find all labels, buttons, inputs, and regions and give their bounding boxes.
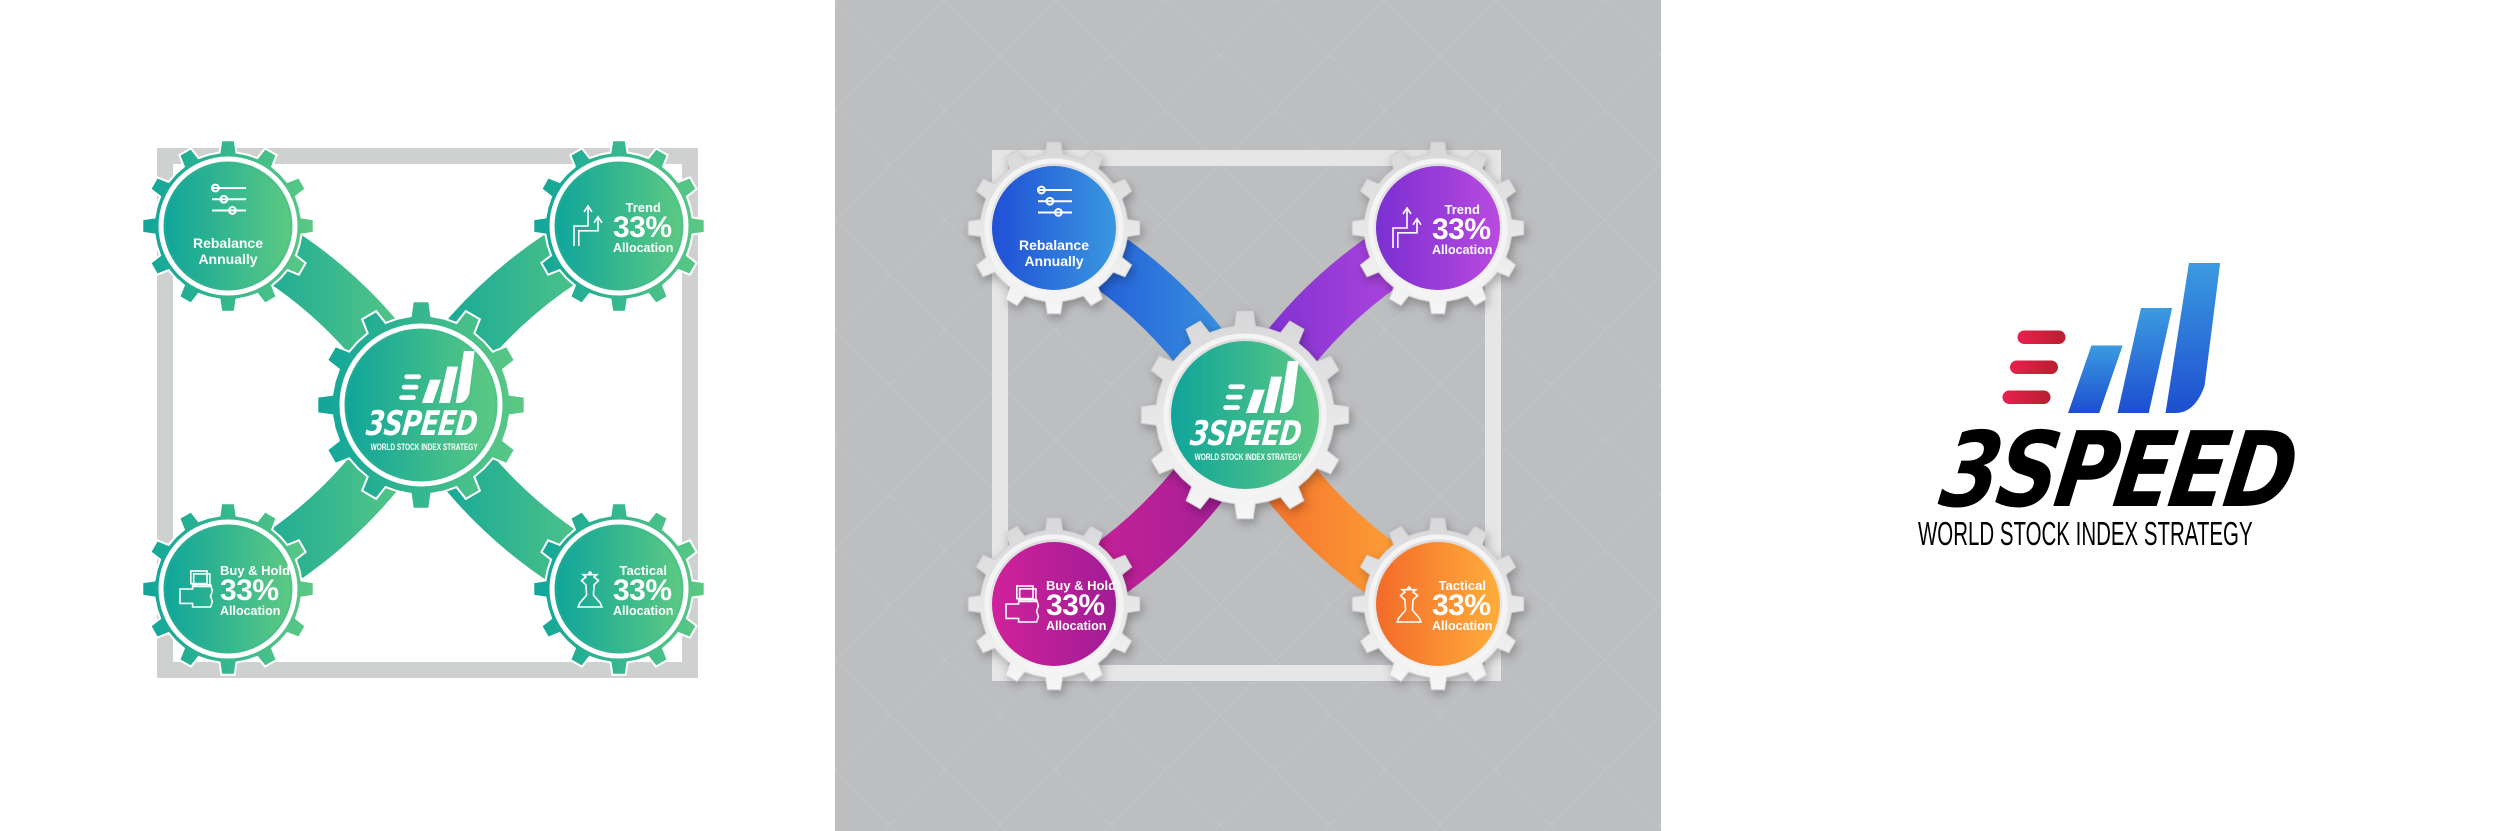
mid-center-logo-icon (1223, 361, 1299, 413)
center-tagline: WORLD STOCK INDEX STRATEGY (370, 442, 478, 452)
gear-face (557, 164, 681, 288)
left-gear-trend (532, 139, 706, 313)
left-gear-rebalance (141, 139, 315, 313)
left-gear-buyhold (141, 502, 315, 676)
trend-arrows-icon (573, 204, 603, 246)
gear-ring (158, 519, 298, 659)
gear-face (166, 164, 290, 288)
center-tagline: WORLD STOCK INDEX STRATEGY (1194, 452, 1302, 462)
center-wordmark: 3SPEED (1188, 414, 1304, 454)
gear-ring (1368, 158, 1508, 298)
left-gear-tactical (532, 502, 706, 676)
mid-gear-buyhold (967, 517, 1141, 691)
logo-wordmark: 3SPEED (1933, 409, 2303, 531)
panel-logo (1661, 0, 2493, 831)
hand-money-icon (1005, 585, 1040, 623)
gear-face (166, 527, 290, 651)
gear-face (992, 542, 1116, 666)
gear-ring (1163, 333, 1327, 497)
left-center-logo-icon (399, 351, 475, 403)
gear-ring (158, 156, 298, 296)
gear-ring (549, 519, 689, 659)
gear-face (347, 331, 495, 479)
gear-ring (984, 158, 1124, 298)
gear-ring (1368, 534, 1508, 674)
logo-tagline: WORLD STOCK INDEX STRATEGY (1918, 515, 2253, 552)
gear-face (992, 166, 1116, 290)
center-wordmark: 3SPEED (364, 404, 480, 444)
hand-money-icon (179, 570, 214, 608)
gear-ring (984, 534, 1124, 674)
trend-arrows-icon (1392, 206, 1422, 248)
gear-face (557, 527, 681, 651)
left-frame (157, 148, 698, 678)
gear-face (1171, 341, 1319, 489)
mid-frame (992, 150, 1501, 681)
logo-speed-bars-icon (2002, 263, 2221, 413)
gear-ring (549, 156, 689, 296)
mid-gear-rebalance (967, 141, 1141, 315)
gear-face (1376, 542, 1500, 666)
chess-king-icon (1395, 585, 1423, 623)
mid-gear-trend (1351, 141, 1525, 315)
sliders-icon (1037, 185, 1072, 217)
gear-ring (339, 323, 503, 487)
chess-king-icon (576, 570, 604, 608)
mid-gear-tactical (1351, 517, 1525, 691)
sliders-icon (211, 183, 246, 215)
gear-face (1376, 166, 1500, 290)
